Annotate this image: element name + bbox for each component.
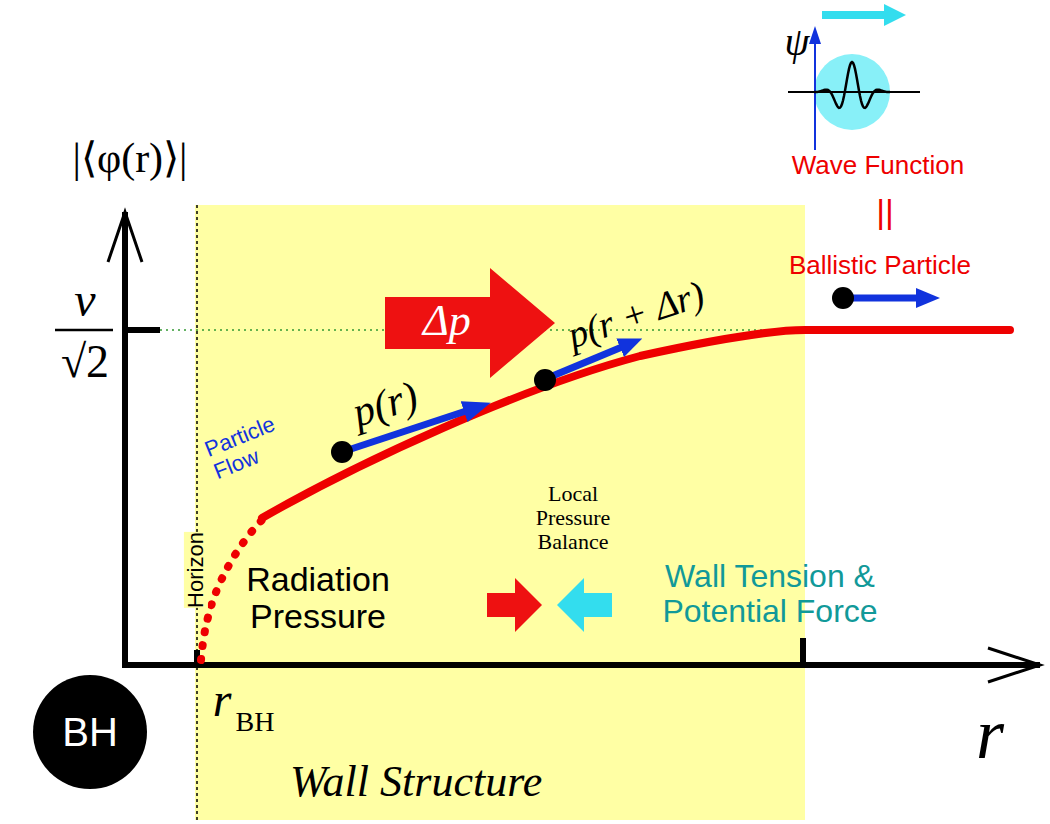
node-text: BH — [62, 710, 118, 754]
fraction-numerator: v — [74, 274, 95, 327]
profile-curve — [262, 330, 1010, 518]
pressure-arrow — [487, 578, 542, 632]
tension-label: Wall Tension & Potential Force — [610, 559, 930, 629]
horizon-line — [196, 205, 198, 820]
psi-axis — [814, 40, 816, 150]
y-axis — [122, 212, 128, 668]
flow-label: Particle Flow — [201, 404, 308, 485]
wave-axis — [788, 91, 920, 93]
black-hole-circle: BH — [33, 675, 147, 789]
momentum-arrow — [848, 295, 918, 302]
fraction-bar — [55, 329, 113, 332]
momentum-label: p(r) — [347, 372, 423, 435]
y-axis-head — [108, 212, 142, 262]
particle-dot — [534, 369, 556, 391]
fraction-denominator: √2 — [61, 337, 109, 388]
particle-dot — [331, 441, 353, 463]
wave-label: Wave Function — [792, 151, 964, 180]
arrow-shape — [385, 268, 555, 378]
wall-region: Wall Structure Δp — [195, 205, 805, 820]
motion-arrow — [822, 11, 885, 19]
radius-symbol: r — [213, 674, 232, 727]
motion-arrow-head — [884, 4, 906, 26]
x-axis — [122, 662, 1040, 668]
node-text: Wall Structure — [290, 758, 542, 806]
particle-dot — [832, 287, 854, 309]
arrow-outline — [385, 268, 557, 378]
axis-tick — [800, 638, 806, 665]
momentum-label: p(r + Δr) — [563, 273, 710, 356]
circle-shape — [33, 675, 147, 789]
x-axis-head — [988, 648, 1040, 682]
horizon-label: Horizon — [184, 532, 208, 608]
pressure-label: Radiation Pressure — [223, 561, 413, 636]
equivalence-mark: || — [876, 193, 894, 230]
tension-arrow — [557, 578, 612, 632]
wave-packet — [814, 62, 890, 108]
particle-label: Ballistic Particle — [789, 251, 971, 280]
axis-tick — [128, 327, 160, 333]
node-text: Δp — [423, 297, 471, 345]
pressure-arrow-shape: Δp — [385, 268, 557, 378]
radius-subscript: BH — [236, 707, 275, 738]
balance-label: Local Pressure Balance — [513, 482, 633, 555]
axis-label: |⟨φ(r)⟩| — [72, 135, 187, 181]
axis-label: r — [976, 695, 1004, 774]
wavefunction-symbol: ψ — [785, 20, 810, 64]
psi-axis-head — [809, 26, 821, 44]
